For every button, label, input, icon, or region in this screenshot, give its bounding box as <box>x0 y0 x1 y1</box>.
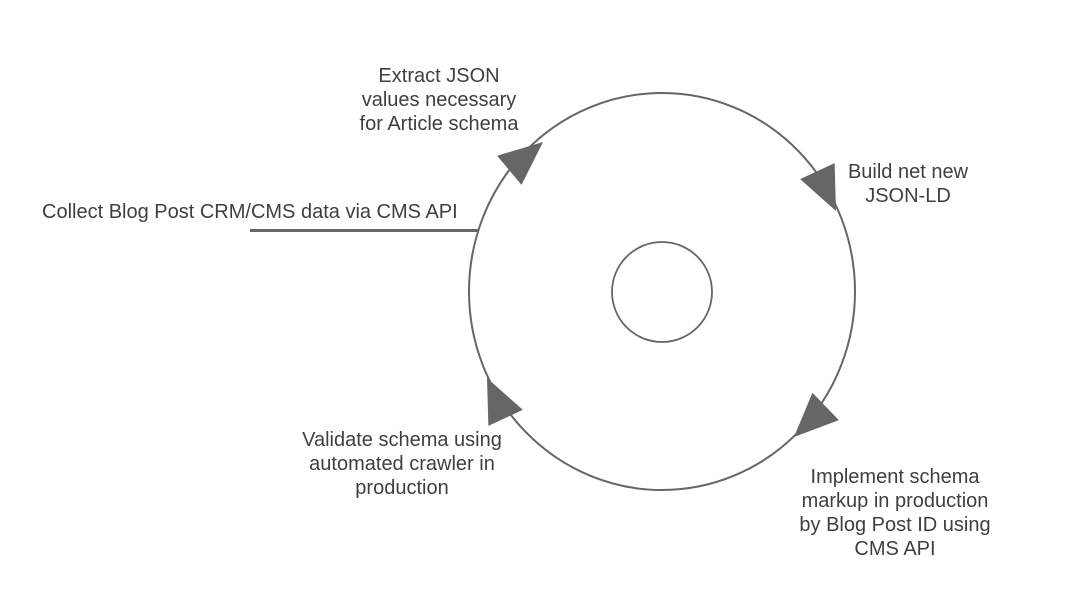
step-label-extract: Extract JSON values necessary for Articl… <box>359 65 519 135</box>
arrowhead-top-left <box>497 142 543 185</box>
step-label-collect: Collect Blog Post CRM/CMS data via CMS A… <box>42 201 458 223</box>
step-label-build: Build net new JSON-LD <box>847 161 969 207</box>
arrowhead-bottom-left <box>487 378 523 426</box>
step-label-implement: Implement schema markup in production by… <box>799 466 991 560</box>
hub-circle <box>611 241 713 343</box>
step-label-validate: Validate schema using automated crawler … <box>302 429 502 499</box>
arrowhead-bottom-right <box>794 392 839 437</box>
cycle-circle <box>468 92 856 491</box>
arrowhead-top-right <box>800 163 836 211</box>
